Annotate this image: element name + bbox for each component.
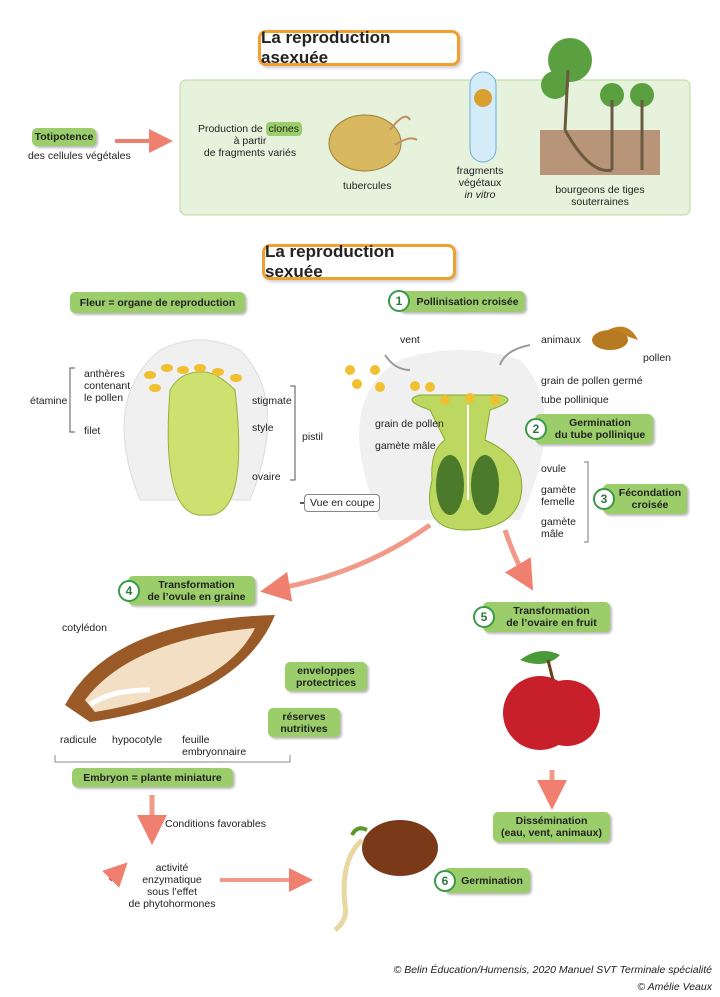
asexual-panel <box>179 79 691 216</box>
enveloppes-label-1: enveloppes <box>297 664 355 677</box>
step-4-label-2: de l’ovule en graine <box>147 590 246 603</box>
bourgeons-label: bourgeons de tiges <box>555 184 645 196</box>
fragments-label: fragments <box>456 165 504 177</box>
pistil-label: pistil <box>302 431 324 443</box>
souterraines-label: souterraines <box>571 196 629 208</box>
soil <box>540 130 660 175</box>
gamete-f-label-1: gamète <box>541 484 577 496</box>
potato-illustration <box>328 114 402 172</box>
apple-illustration <box>503 651 600 750</box>
vegetaux-label: végétaux <box>458 177 502 189</box>
test-tube-illustration <box>469 71 497 163</box>
flower-section-illustration <box>345 350 545 531</box>
step-6: Germination <box>444 868 530 893</box>
feuille-label-2: embryonnaire <box>182 746 247 758</box>
in-vitro-label: in vitro <box>464 189 496 201</box>
increase-arrow-icon <box>102 862 128 888</box>
step-3-label-1: Fécondation <box>618 487 682 499</box>
step-2-number: 2 <box>525 418 547 440</box>
production-text-b: à partir <box>233 135 267 147</box>
copyright-line-2: © Amélie Veaux <box>637 981 712 993</box>
antheres-label: anthères <box>84 368 125 380</box>
animaux-label: animaux <box>541 334 581 346</box>
activite-1: activité <box>155 862 189 874</box>
production-text-c: de fragments variés <box>203 147 297 159</box>
gamete-male-label: gamète mâle <box>375 440 436 452</box>
dissemination-2: (eau, vent, animaux) <box>501 827 602 839</box>
step-6-label: Germination <box>461 874 523 887</box>
plants-illustration <box>541 38 654 107</box>
filet-label: filet <box>84 425 101 437</box>
gamete-f-label-2: femelle <box>541 496 575 508</box>
vent-label: vent <box>400 334 420 346</box>
copyright-line-1: © Belin Éducation/Humensis, 2020 Manuel … <box>393 964 712 976</box>
ovule-label: ovule <box>541 463 567 475</box>
step-3-label-2: croisée <box>631 499 669 511</box>
step-3-number: 3 <box>593 488 615 510</box>
totipotence-label: Totipotence <box>32 128 96 146</box>
gamete-m-label-2: mâle <box>541 528 564 540</box>
dissemination-1: Dissémination <box>515 815 588 827</box>
contenant-label: contenant <box>84 380 131 392</box>
style-label: style <box>252 422 274 434</box>
seedling-illustration <box>333 820 438 932</box>
tubercules-label: tubercules <box>343 180 392 192</box>
activite-2: enzymatique <box>142 874 202 886</box>
vue-en-coupe-label: Vue en coupe <box>304 494 381 512</box>
asexual-title: La reproduction asexuée <box>258 28 460 67</box>
step-1-number: 1 <box>388 290 410 312</box>
enveloppes-label-2: protectrices <box>295 676 357 689</box>
step-1: Pollinisation croisée <box>398 291 525 312</box>
activite-4: de phytohormones <box>128 898 216 910</box>
gamete-m-label-1: gamète <box>541 516 577 528</box>
le-pollen-label: le pollen <box>84 392 124 404</box>
grain-label: grain de pollen <box>375 418 444 430</box>
ovaire-label: ovaire <box>252 471 281 483</box>
cotyledon-label: cotylédon <box>62 622 107 634</box>
step-2-label-2: du tube pollinique <box>554 429 646 441</box>
hypocotyle-label: hypocotyle <box>112 734 163 746</box>
totipotence-sub: des cellules végétales <box>28 150 131 162</box>
feuille-label-1: feuille <box>182 734 210 746</box>
fleur-label: Fleur = organe de reproduction <box>70 292 245 313</box>
step-1-label: Pollinisation croisée <box>416 295 519 308</box>
seed-illustration <box>65 615 275 722</box>
embryon-label: Embryon = plante miniature <box>72 768 233 787</box>
step-4-label-1: Transformation <box>158 578 235 591</box>
step-5-number: 5 <box>473 606 495 628</box>
activite-3: sous l’effet <box>146 886 197 898</box>
pollen-label: pollen <box>643 352 672 364</box>
tube-label: tube pollinique <box>541 394 609 406</box>
stigmate-label: stigmate <box>252 395 292 407</box>
step-4-number: 4 <box>118 580 140 602</box>
step-5-label-2: de l’ovaire en fruit <box>506 617 597 629</box>
reserves-label-1: réserves <box>282 710 326 723</box>
step-2-label-1: Germination <box>569 417 631 429</box>
flower-illustration <box>123 339 269 516</box>
grain-germe-label: grain de pollen germé <box>541 375 643 387</box>
radicule-label: radicule <box>60 734 97 746</box>
production-text: Production de <box>197 123 263 135</box>
clones-highlight: clones <box>265 122 303 136</box>
sexual-title: La reproduction sexuée <box>262 242 456 281</box>
dissemination-label: Dissémination(eau, vent, animaux) <box>493 812 610 842</box>
etamine-label: étamine <box>30 395 68 407</box>
reserves-label-2: nutritives <box>280 722 328 735</box>
conditions-label: Conditions favorables <box>165 818 266 830</box>
step-6-number: 6 <box>434 870 456 892</box>
step-5-label-1: Transformation <box>513 605 590 617</box>
